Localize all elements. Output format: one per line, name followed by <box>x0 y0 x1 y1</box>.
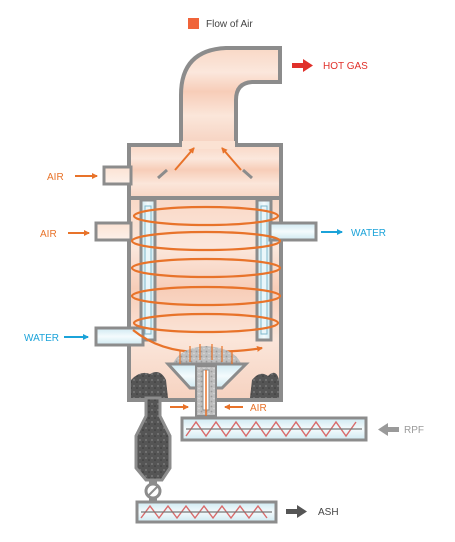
middle-air-inlet-pipe <box>94 221 133 242</box>
water-in-label: WATER <box>24 333 59 344</box>
upper-air-inlet-pipe <box>102 165 133 186</box>
hot-gas-arrow <box>292 59 313 72</box>
rpf-label: RPF <box>404 425 424 436</box>
ash-pile-left <box>131 372 168 398</box>
ash-label: ASH <box>318 507 339 518</box>
water-outlet-pipe <box>268 221 318 242</box>
ash-arrow <box>286 505 307 518</box>
hot-gas-label: HOT GAS <box>323 61 368 72</box>
legend-label: Flow of Air <box>206 19 253 30</box>
hot-gas-duct <box>179 46 282 147</box>
upper-chamber <box>127 143 283 202</box>
air-upper-label: AIR <box>47 172 64 183</box>
air-fuel-label: AIR <box>250 403 267 414</box>
rpf-arrow <box>378 423 399 436</box>
ash-screw-flights <box>140 504 268 520</box>
water-inlet-pipe <box>94 326 145 347</box>
air-middle-label: AIR <box>40 229 57 240</box>
air-flow-arrow-left <box>174 147 195 171</box>
air-flow-arrow-right <box>221 147 242 171</box>
fuel-air-rising <box>179 344 233 364</box>
ash-chute <box>134 396 172 482</box>
water-out-label: WATER <box>351 228 386 239</box>
ash-pile-right <box>250 372 279 398</box>
legend-swatch <box>188 18 199 29</box>
